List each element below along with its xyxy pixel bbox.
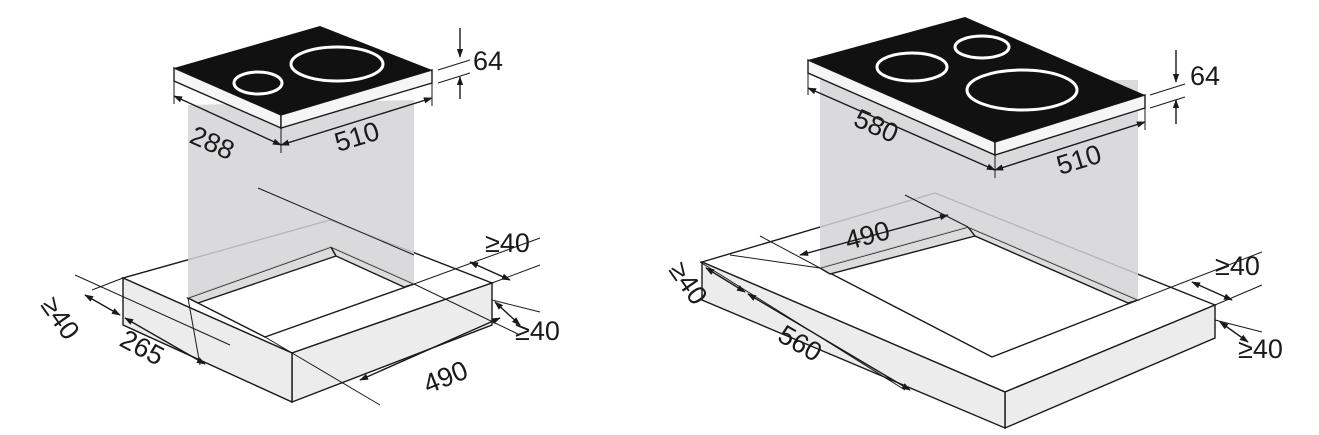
- right-side-clear-top-label: ≥40: [1215, 251, 1260, 281]
- left-clr-bottom-arrow: [494, 301, 521, 326]
- right-clr-top-arrow: [1191, 281, 1233, 301]
- left-cut-depth-arrow: [124, 317, 206, 365]
- left-cw-ext-b: [413, 283, 521, 336]
- left-side-clearance-bottom: ≥40: [491, 299, 560, 346]
- left-zone-small: [232, 70, 284, 96]
- right-cut-width-arrow: [799, 214, 949, 256]
- left-side-clearance-top: ≥40: [413, 228, 541, 285]
- left-projection: [188, 100, 414, 298]
- left-height-ext-top: [437, 59, 471, 71]
- left-clr-ext-b: [491, 264, 541, 284]
- left-clr-top-arrow: [469, 261, 511, 281]
- left-front-clear-arrow: [84, 294, 121, 316]
- left-height-dim: 64: [437, 28, 503, 99]
- left-front-ext-b: [91, 277, 124, 291]
- right-depth-dim-line: [807, 87, 996, 171]
- left-depth-dim-line: [173, 95, 282, 146]
- right-width-dim-line: [994, 121, 1146, 171]
- left-height-label: 64: [473, 46, 503, 76]
- right-front-ext-b: [729, 254, 821, 269]
- right-cut-depth-arrow: [747, 293, 911, 391]
- left-side-clear-top-label: ≥40: [485, 228, 530, 258]
- right-side-clearance-bottom: ≥40: [1214, 319, 1283, 364]
- left-clr-ext-a: [413, 237, 541, 285]
- right-height-dim: 64: [1149, 50, 1220, 124]
- left-guide-line: [257, 187, 415, 256]
- left-countertop-side: [122, 276, 293, 404]
- right-clr-ext-c: [1214, 319, 1263, 333]
- left-cw-ext-a: [264, 336, 381, 406]
- right-side-clear-bottom-label: ≥40: [1238, 334, 1283, 364]
- right-clr-ext-a: [1137, 251, 1263, 301]
- left-cut-width-label: 490: [419, 355, 472, 400]
- right-cw-ext-b: [904, 194, 969, 228]
- right-front-clear-arrow: [705, 267, 746, 293]
- right-cw-ext-a: [759, 235, 821, 269]
- left-installation: 64 288 510 ≥40 ≥40: [35, 26, 560, 406]
- right-height-ext-bottom: [1149, 96, 1186, 109]
- left-height-ext-bottom: [437, 72, 471, 84]
- left-width-dim-line: [280, 97, 433, 146]
- right-clr-ext-b: [1214, 284, 1263, 306]
- left-cut-width-arrow: [359, 317, 501, 381]
- left-side-clear-bottom-label: ≥40: [515, 316, 560, 346]
- left-zone-large: [289, 45, 385, 83]
- right-zone-left: [875, 51, 949, 83]
- left-front-clear-label: ≥40: [35, 291, 85, 345]
- right-installation: 64 580 510 490 ≥40 560: [663, 17, 1283, 430]
- right-height-label: 64: [1190, 61, 1220, 91]
- right-side-clearance-top: ≥40: [1137, 251, 1263, 306]
- right-zone-back: [953, 34, 1011, 60]
- right-height-ext-top: [1149, 83, 1186, 96]
- right-clr-bottom-arrow: [1219, 321, 1249, 343]
- left-hob-glass: [174, 26, 432, 115]
